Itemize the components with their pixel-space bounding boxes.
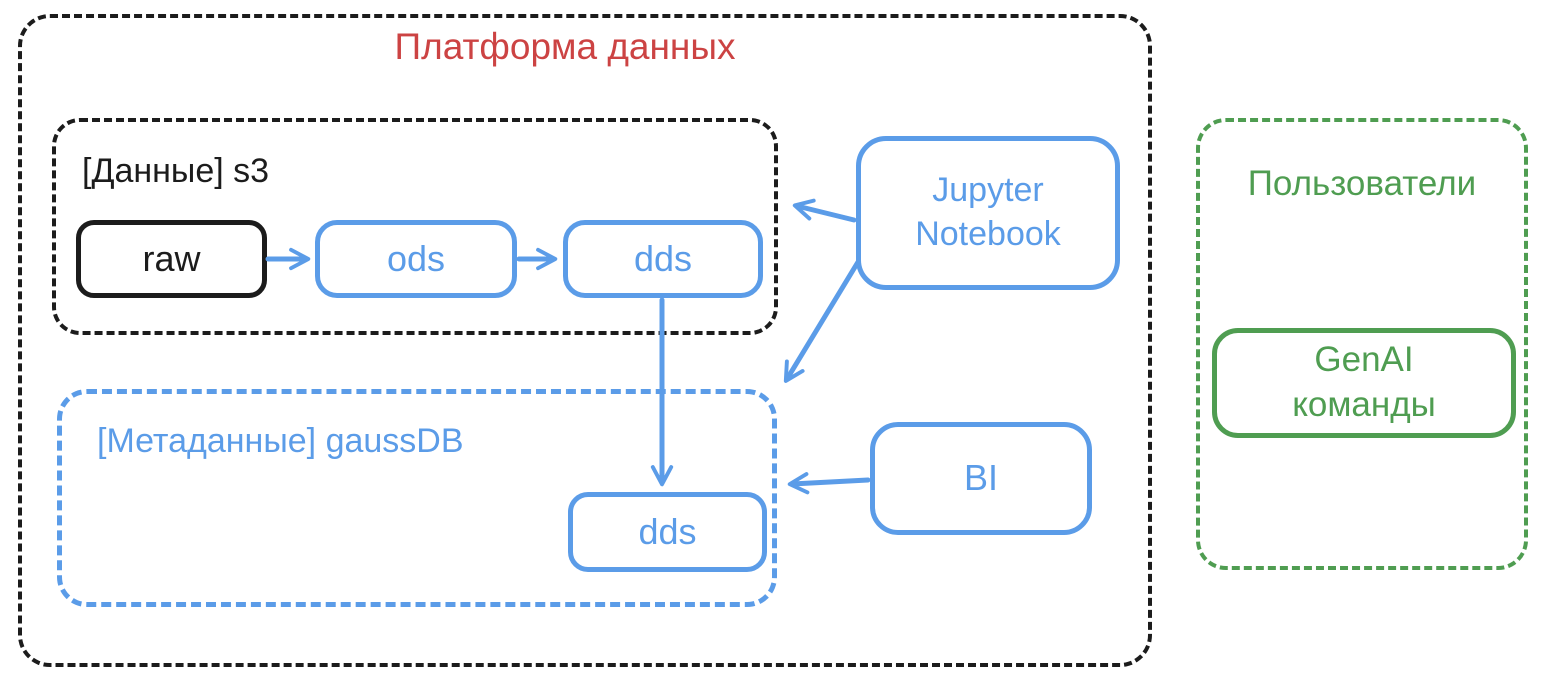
bi-node: BI xyxy=(870,422,1092,535)
jupyter-notebook-node: Jupyter Notebook xyxy=(856,136,1120,290)
genai-teams-label-line2: команды xyxy=(1292,385,1436,424)
jupyter-notebook-label-line2: Notebook xyxy=(915,215,1061,253)
platform-title: Платформа данных xyxy=(394,26,736,67)
gaussdb-group-box xyxy=(57,389,777,607)
users-group-box: Пользователи xyxy=(1196,118,1528,570)
jupyter-notebook-label-line1: Jupyter xyxy=(932,171,1044,210)
dds-gaussdb-node-label: dds xyxy=(638,510,697,552)
platform-group-box xyxy=(18,14,1152,667)
s3-group-label: [Данные] s3 xyxy=(82,152,270,190)
gaussdb-group-label: [Метаданные] gaussDB xyxy=(97,422,464,460)
dds-s3-node-label: dds xyxy=(633,237,693,279)
users-group-label: Пользователи xyxy=(1247,164,1477,203)
ods-node-label: ods xyxy=(386,237,446,279)
raw-node: raw xyxy=(76,220,267,298)
ods-node: ods xyxy=(315,220,517,298)
s3-group-box xyxy=(52,118,778,335)
dds-s3-node: dds xyxy=(563,220,763,298)
genai-teams-label-line1: GenAI xyxy=(1314,340,1414,380)
bi-node-label: BI xyxy=(963,457,998,499)
raw-node-label: raw xyxy=(142,237,201,279)
genai-teams-node: GenAI команды xyxy=(1212,328,1516,438)
dds-gaussdb-node: dds xyxy=(568,492,767,572)
